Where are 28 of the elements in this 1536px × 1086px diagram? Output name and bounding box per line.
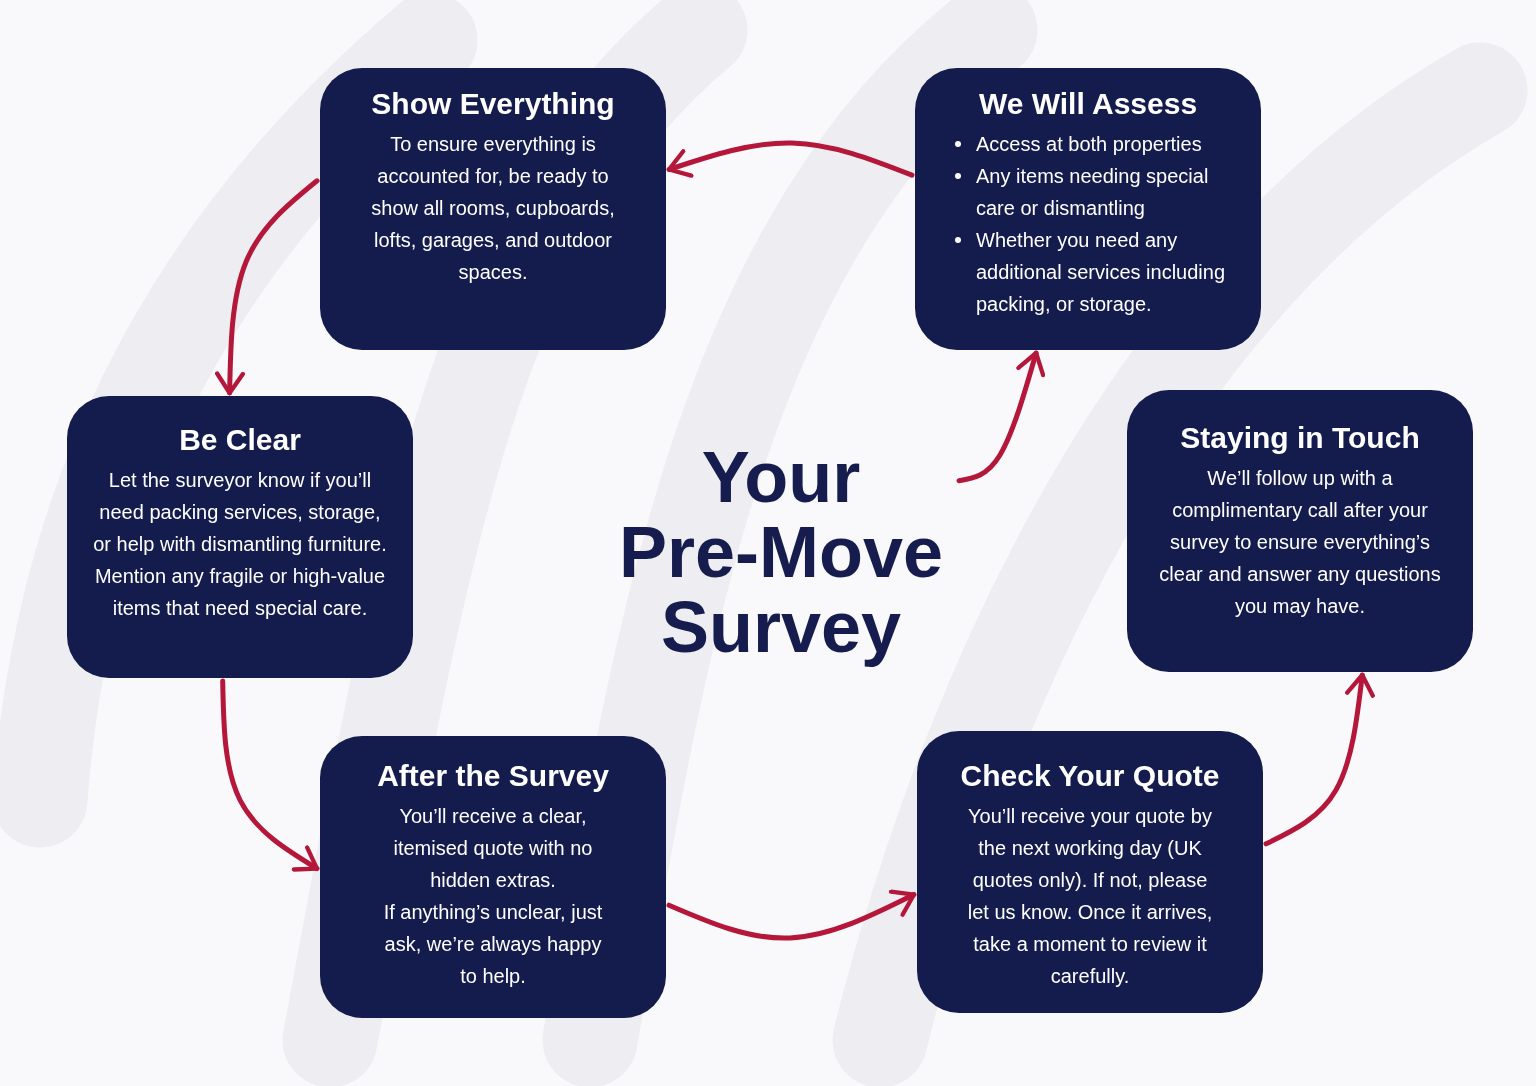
bullet-text: Any items needing special care or dismantling: [976, 164, 1210, 221]
card-heading: Be Clear: [179, 422, 301, 458]
card-text: Let the surveyor know if you’ll need packing services, storage, or help with dismantling furniture. Mention any fragile or high-value items that need special care.: [92, 468, 388, 621]
curved-arrow: [220, 678, 320, 872]
card-text: If anything’s unclear, just ask, we’re always happy to help.: [383, 900, 603, 989]
bullet-text: Access at both properties: [976, 132, 1202, 157]
card-heading: We Will Assess: [978, 86, 1198, 122]
step-card: [320, 68, 666, 350]
curved-arrow: [956, 350, 1046, 484]
card-heading: After the Survey: [377, 758, 609, 794]
card-text: You’ll receive your quote by the next working day (UK quotes only). If not, please let us know. Once it arrives, take a moment to review it carefully.: [966, 804, 1214, 989]
curved-arrow: [215, 178, 320, 396]
card-text: You’ll receive a clear, itemised quote with no hidden extras.: [392, 804, 594, 893]
step-card: [917, 731, 1263, 1013]
step-card: [915, 68, 1261, 350]
main-title: Your Pre-Move Survey: [606, 440, 956, 666]
curved-arrow: [666, 140, 915, 178]
step-card: [320, 736, 666, 1018]
step-card: [67, 396, 413, 678]
card-heading: Show Everything: [371, 86, 615, 122]
card-heading: Check Your Quote: [960, 758, 1220, 794]
bullet-text: Whether you need any additional services including packing, or storage.: [976, 228, 1227, 317]
card-heading: Staying in Touch: [1180, 420, 1420, 456]
curved-arrow: [666, 889, 917, 941]
step-card: [1127, 390, 1473, 672]
card-text: We’ll follow up with a complimentary call after your survey to ensure everything’s clear and answer any questions you may have.: [1158, 466, 1442, 619]
card-text: To ensure everything is accounted for, be ready to show all rooms, cupboards, lofts, garages, and outdoor spaces.: [370, 132, 616, 285]
curved-arrow: [1263, 672, 1375, 847]
